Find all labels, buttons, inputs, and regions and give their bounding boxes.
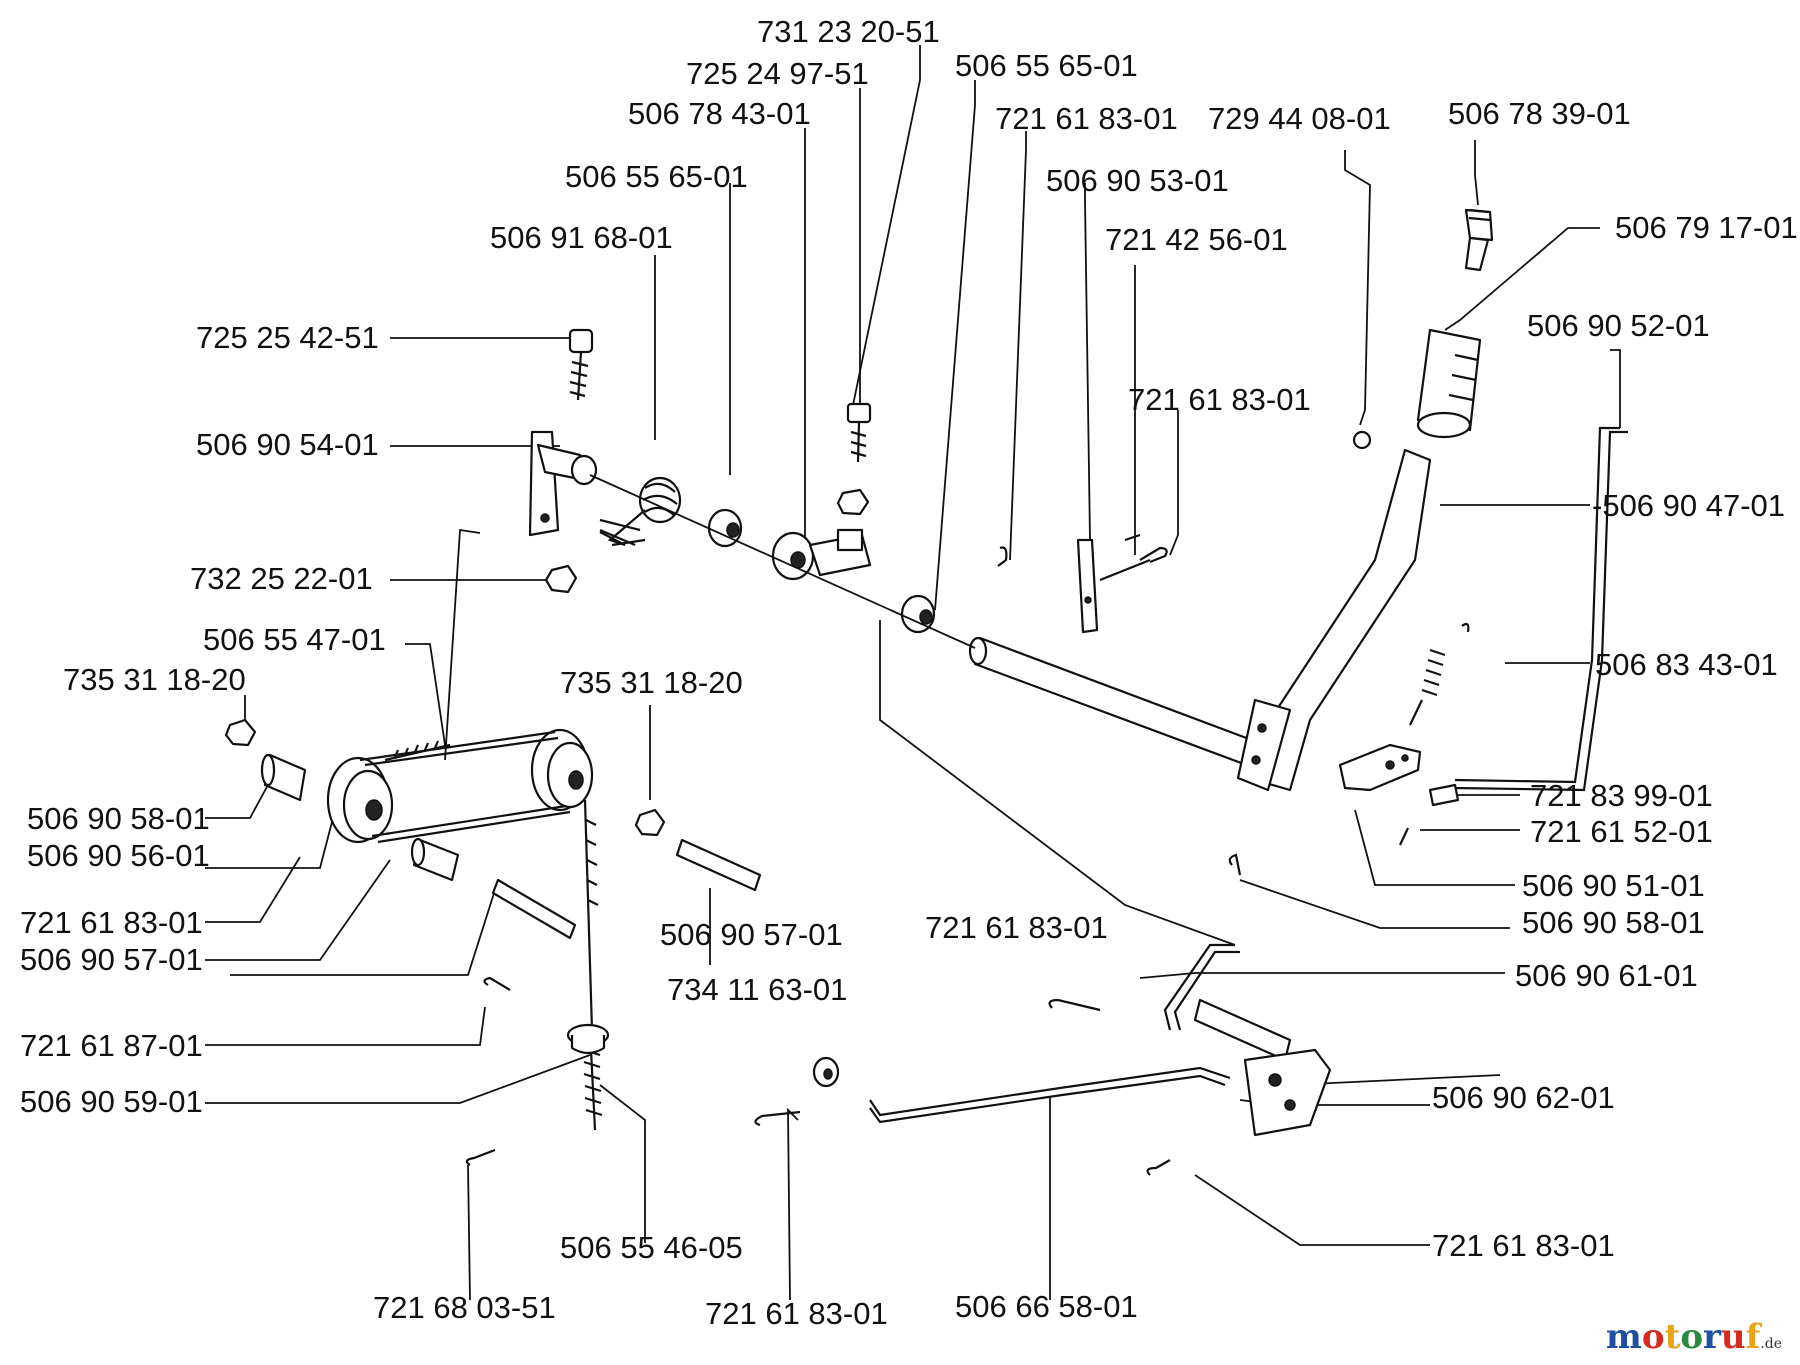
plate-506-90-51-01 [1338,743,1422,792]
shaft [968,636,1267,772]
parts-drawing [224,208,1628,1176]
part-label: 721 68 03-51 [373,1290,556,1325]
part-label: 731 23 20-51 [757,14,940,49]
grip-506-79-17-01 [1416,328,1482,439]
pulley-506-90-56-01 [326,756,394,844]
watermark-logo: motoruf.de [1606,1317,1782,1357]
bushing-506-55-65-01-left [707,508,743,548]
part-label: 721 42 56-01 [1105,222,1288,257]
nut-732-25-22-01 [544,564,578,594]
part-label: 721 61 52-01 [1530,814,1713,849]
assembly-axis [589,474,976,649]
washer-734-11-63-01 [812,1056,840,1088]
belt [359,730,571,844]
part-label: 729 44 08-01 [1208,101,1391,136]
part-label: 506 90 52-01 [1527,308,1710,343]
part-label: 506 66 58-01 [955,1289,1138,1324]
arm-506-78-43-01 [771,528,872,581]
part-label: 721 61 83-01 [705,1296,888,1331]
watermark-suffix: .de [1760,1336,1782,1352]
pin-721-61-52-01 [1399,827,1409,846]
clip-721-61-83-01-upper-right [1228,853,1242,876]
part-label: 721 61 83-01 [1432,1228,1615,1263]
part-label: 721 61 83-01 [1128,382,1311,417]
part-label: 506 90 56-01 [27,838,210,873]
part-label: 506 78 43-01 [628,96,811,131]
part-label: 732 25 22-01 [190,561,373,596]
bracket-506-90-53-01 [1076,538,1099,634]
nut-735-31-18-20-right [634,808,666,837]
part-labels: 731 23 20-51 725 24 97-51 506 78 43-01 5… [20,14,1798,1331]
cap-506-90-59-01 [566,1023,610,1055]
clip-721-68-03-51 [465,1148,496,1166]
part-label: 506 79 17-01 [1615,210,1798,245]
part-label: 721 61 83-01 [995,101,1178,136]
part-label: 506 90 58-01 [27,801,210,836]
nut-731-23-20-51 [836,488,870,516]
pin-721-42-56-01 [1099,533,1151,582]
part-label: 506 83 43-01 [1595,647,1778,682]
bracket-506-90-54-01 [528,430,598,537]
pulley-right [530,728,594,812]
nut-735-31-18-20-left [224,718,257,747]
rod-506-66-58-01 [869,1066,1231,1124]
part-label: 735 31 18-20 [63,662,246,697]
part-label: 506 55 65-01 [565,159,748,194]
part-label: 725 25 42-51 [196,320,379,355]
clip-721-61-83-01-mid [1048,998,1101,1012]
bolt-721-83-99-01 [1428,783,1460,807]
part-label: 506 90 62-01 [1432,1080,1615,1115]
bushing-506-55-65-01-right [900,594,936,634]
pin-506-90-57-01-left [491,878,577,940]
bracket-506-90-62-01 [1193,998,1332,1137]
leader-lines [205,45,1621,1301]
rod-506-90-52-01 [1454,426,1628,792]
clip-721-61-83-01-lower-right [1146,1159,1171,1176]
part-label: 721 61 87-01 [20,1028,203,1063]
lever-506-90-47-01 [1236,448,1432,792]
clip-721-61-83-01-upper [1139,546,1168,564]
spring-506-55-47-01 [384,740,451,762]
knob-506-78-39-01 [1464,208,1494,272]
pin-506-90-57-01-right [675,838,762,892]
bolt-725-24-97-51 [846,402,872,463]
part-label: 721 61 83-01 [925,910,1108,945]
part-label: 506 90 53-01 [1046,163,1229,198]
part-label: -506 90 47-01 [1592,488,1785,523]
bolt-725-25-42-51 [568,328,594,401]
part-label: 506 55 46-05 [560,1230,743,1265]
part-label: 721 83 99-01 [1530,778,1713,813]
part-label: 506 55 47-01 [203,622,386,657]
part-label: 506 90 61-01 [1515,958,1698,993]
part-label: 735 31 18-20 [560,665,743,700]
watermark-text: motoruf [1605,1317,1761,1357]
part-label: 506 90 57-01 [660,917,843,952]
screw-729-44-08-01 [1352,430,1372,450]
part-label: 725 24 97-51 [686,56,869,91]
rod-506-90-61-01 [1163,943,1240,1031]
part-label: 721 61 83-01 [20,905,203,940]
part-label: 506 78 39-01 [1448,96,1631,131]
clip-721-61-87-01 [483,976,511,991]
part-label: 506 90 54-01 [196,427,379,462]
spacer-506-90-58-01-lower [410,837,460,882]
spacer-506-90-58-01-upper [260,753,307,802]
clip-721-61-83-01-shaft [997,546,1008,567]
part-label: 506 90 51-01 [1522,868,1705,903]
part-label: 506 90 58-01 [1522,905,1705,940]
part-label: 506 90 57-01 [20,942,203,977]
clip-721-61-83-01-left-rod [754,1110,801,1127]
part-label: 734 11 63-01 [667,972,847,1007]
part-label: 506 90 59-01 [20,1084,203,1119]
spring-506-83-43-01 [1409,622,1470,726]
spring-506-91-68-01 [599,476,682,547]
part-label: 506 91 68-01 [490,220,673,255]
spring-506-55-46-05 [583,799,603,1131]
part-label: 506 55 65-01 [955,48,1138,83]
